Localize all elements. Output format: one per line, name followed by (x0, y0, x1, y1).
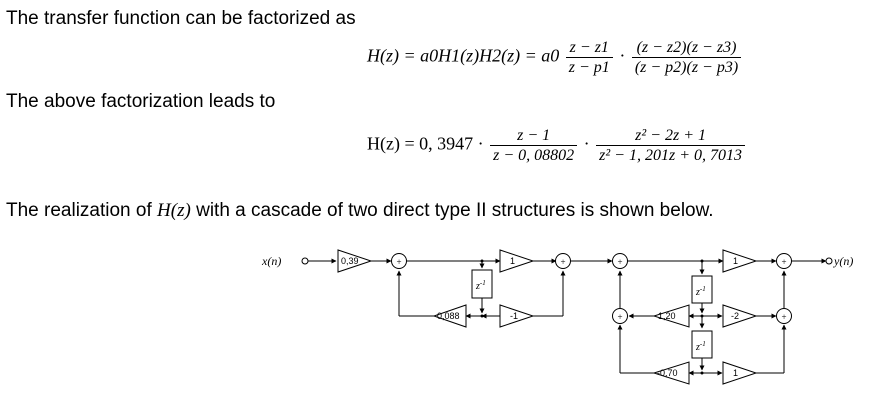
fraction-denominator: z − p1 (568, 59, 610, 76)
multiply-dot: · (619, 45, 626, 66)
s1-delay-exponent: -1 (480, 279, 486, 287)
equation-lhs: H(z) = a0H1(z)H2(z) = a0 (367, 45, 560, 66)
s2-a1-gain-label: 1,20 (658, 311, 676, 321)
s2-delay-block-1 (691, 275, 713, 304)
s2-delay-block-2 (691, 330, 713, 359)
s2-a2-gain-triangle (652, 361, 690, 385)
junction-dot (700, 259, 704, 263)
s2-a1-gain-triangle (652, 304, 690, 328)
s2-input-adder (612, 253, 628, 269)
s2-delay1-exponent: -1 (700, 285, 706, 293)
fraction-numerator: z − 1 (490, 126, 578, 146)
s1-feedback-gain-triangle (432, 304, 467, 328)
paragraph-factorization-intro: The transfer function can be factorized … (6, 8, 356, 29)
s2-a2-gain-label: -0,70 (657, 368, 678, 378)
s1-input-adder (391, 253, 407, 269)
multiply-dot: · (583, 133, 590, 154)
input-gain-label: 0,39 (341, 256, 359, 266)
s1-b1-gain-label: -1 (510, 311, 518, 321)
s2-b1-gain-triangle (722, 304, 758, 328)
adder-plus: + (781, 312, 786, 322)
adder-plus: + (396, 257, 401, 267)
s1-feedback-gain-label: 0,088 (437, 311, 460, 321)
output-label: y(n) (833, 254, 853, 268)
s1-b0-gain-label: 1 (510, 256, 515, 266)
adder-plus: + (781, 257, 786, 267)
s1-b1-gain-triangle (499, 304, 535, 328)
s2-b0-gain-triangle (722, 249, 758, 273)
realization-text-end: with a cascade of two direct type II str… (190, 200, 714, 221)
paragraph-realization: The realization of H(z) with a cascade o… (6, 200, 714, 222)
input-node (301, 257, 309, 265)
s1-delay-block (471, 269, 493, 299)
s2-output-adder (776, 253, 792, 269)
paragraph-factorization-result: The above factorization leads to (6, 91, 276, 112)
fraction-numerator: z − z1 (565, 38, 613, 58)
fraction-numerator: z² − 2z + 1 (596, 126, 745, 146)
s2-b2-gain-label: 1 (733, 368, 738, 378)
svg-text:z-1: z-1 (695, 340, 706, 353)
svg-text:z-1: z-1 (475, 279, 486, 292)
junction-dot (700, 371, 704, 375)
junction-dot (480, 259, 484, 263)
input-gain-triangle (337, 249, 373, 273)
fraction-first-order: z − z1 z − p1 (565, 38, 613, 77)
s2-b0-gain-label: 1 (733, 256, 738, 266)
svg-text:z-1: z-1 (695, 285, 706, 298)
fraction-first-order: z − 1 z − 0, 08802 (490, 126, 578, 165)
s1-delay-symbol: z (475, 281, 480, 292)
junction-dot (700, 314, 704, 318)
s2-feedforward-adder (776, 308, 792, 324)
s1-b0-gain-triangle (499, 249, 535, 273)
adder-plus: + (560, 257, 565, 267)
adder-plus: + (617, 257, 622, 267)
s2-delay1-symbol: z (695, 287, 700, 298)
s2-delay2-exponent: -1 (700, 340, 706, 348)
realization-text-math: H(z) (157, 200, 191, 221)
s2-feedback-adder (612, 308, 628, 324)
equation-numeric-form: H(z) = 0, 3947 · z − 1 z − 0, 08802 · z²… (367, 126, 747, 165)
adder-plus: + (617, 312, 622, 322)
s2-b2-gain-triangle (722, 361, 758, 385)
fraction-denominator: z − 0, 08802 (493, 147, 575, 164)
equation-lhs: H(z) = 0, 3947 · (367, 133, 484, 154)
equation-factorized-form: H(z) = a0H1(z)H2(z) = a0 z − z1 z − p1 ·… (367, 38, 743, 77)
realization-text-start: The realization of (6, 200, 158, 221)
fraction-second-order: z² − 2z + 1 z² − 1, 201z + 0, 7013 (596, 126, 745, 165)
s2-b1-gain-label: -2 (731, 311, 739, 321)
fraction-second-order: (z − z2)(z − z3) (z − p2)(z − p3) (631, 38, 742, 77)
junction-dot (480, 314, 484, 318)
s2-delay2-symbol: z (695, 342, 700, 353)
s1-output-adder (555, 253, 571, 269)
fraction-denominator: (z − p2)(z − p3) (634, 59, 739, 76)
fraction-numerator: (z − z2)(z − z3) (631, 38, 742, 58)
fraction-denominator: z² − 1, 201z + 0, 7013 (599, 147, 742, 164)
output-node (825, 257, 833, 265)
input-label: x(n) (261, 254, 281, 268)
